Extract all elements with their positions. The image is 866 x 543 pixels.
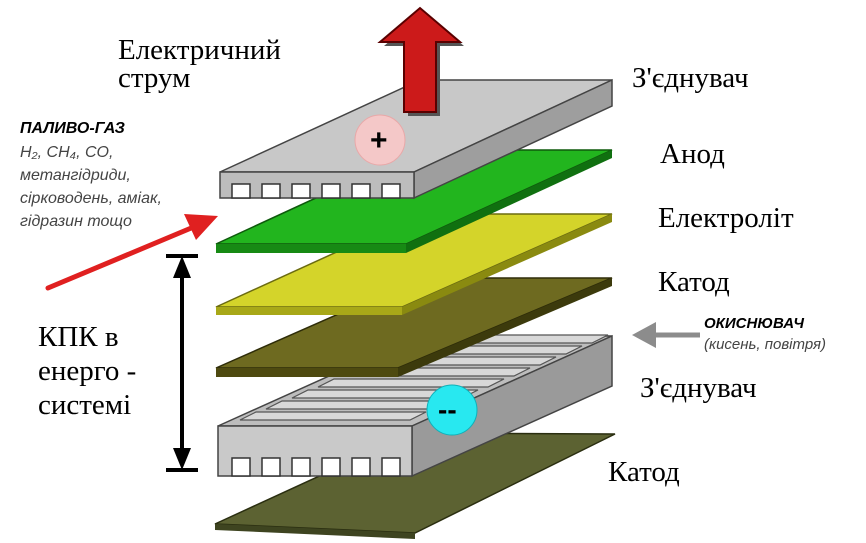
minus-badge	[426, 384, 478, 436]
connector-groove	[261, 457, 281, 477]
layer-label-electrolyte: Електроліт	[658, 202, 794, 234]
fuel-title: ПАЛИВО-ГАЗ	[20, 120, 125, 137]
cathode-plate	[215, 277, 613, 377]
connector-groove	[381, 183, 401, 199]
connector-rib	[317, 378, 505, 388]
title-line-1: Електричний	[118, 34, 281, 66]
kpk-line: енерго -	[38, 355, 137, 387]
connector-groove	[291, 183, 311, 199]
connector-groove	[321, 457, 341, 477]
layer-label-cathode: Катод	[658, 266, 730, 298]
fuel-line: гідразин тощо	[20, 213, 132, 230]
connector-groove	[321, 183, 341, 199]
connector-rib	[265, 400, 453, 410]
connector-groove	[351, 457, 371, 477]
kpk-line: КПК в	[38, 321, 119, 353]
kpk-span-arrow	[166, 254, 198, 472]
connector-groove	[351, 183, 371, 199]
title-line-2: струм	[118, 62, 191, 94]
kpk-line: системі	[38, 389, 132, 421]
fuel-line: H₂, CH₄, CO,	[20, 144, 114, 161]
connector-groove	[291, 457, 311, 477]
connector-groove	[261, 183, 281, 199]
oxidizer-arrow	[632, 322, 700, 348]
minus-sign: --	[438, 394, 457, 425]
fuel-line: метангідриди,	[20, 167, 131, 184]
fuel-line: сірководень, аміак,	[20, 190, 162, 207]
plus-badge	[354, 114, 406, 166]
connector-groove	[231, 183, 251, 199]
fuel-list: H₂, CH₄, CO, метангідриди, сірководень, …	[20, 141, 162, 233]
connector-groove	[381, 457, 401, 477]
layer-label-connector-top: З'єднувач	[632, 62, 749, 94]
connector-rib	[239, 411, 427, 421]
layer-label-anode: Анод	[660, 138, 725, 170]
oxidizer-subtitle: (кисень, повітря)	[704, 336, 827, 353]
oxidizer-title: ОКИСНЮВАЧ	[704, 315, 804, 332]
top-connector	[219, 78, 613, 200]
kpk-label: КПК в енерго - системі	[38, 320, 136, 422]
plus-sign: +	[370, 124, 388, 157]
current-arrow	[377, 6, 464, 116]
layer-label-connector-bottom: З'єднувач	[640, 372, 757, 404]
layer-label-cathode-bottom: Катод	[608, 456, 680, 488]
electrolyte-plate	[215, 213, 613, 315]
fuel-arrow	[45, 214, 218, 291]
connector-groove	[231, 457, 251, 477]
bottom-connector	[217, 334, 613, 478]
